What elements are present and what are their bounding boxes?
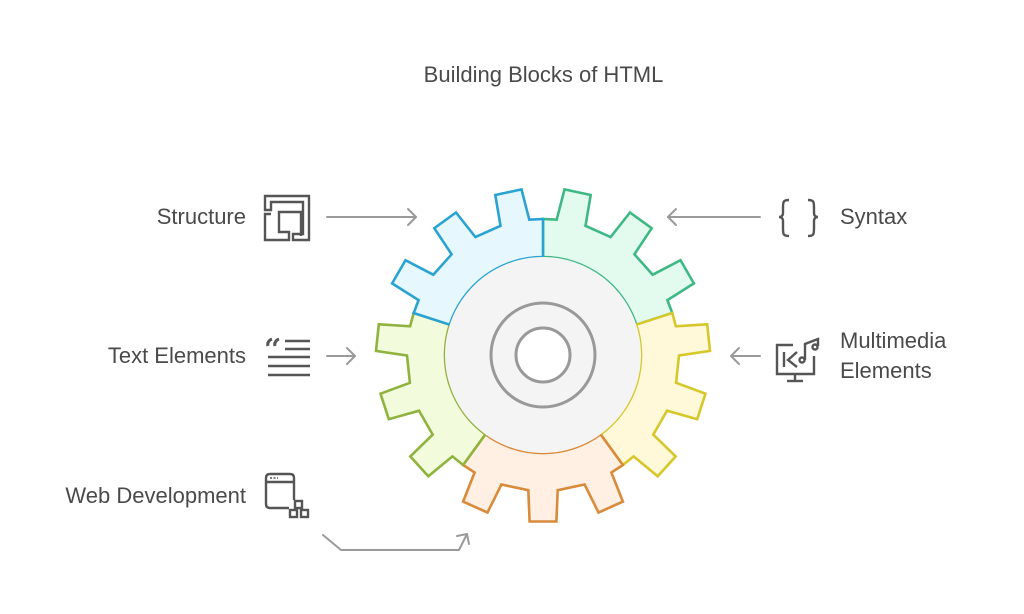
- label-syntax: Syntax: [840, 204, 908, 229]
- multimedia-icon: [775, 337, 820, 383]
- arrow-structure: [326, 208, 417, 226]
- label-text-elements: Text Elements: [107, 343, 246, 368]
- structure-icon: [263, 194, 311, 242]
- diagram-title: Building Blocks of HTML: [423, 62, 664, 87]
- gear: [374, 187, 712, 523]
- arrow-multimedia: [730, 347, 761, 365]
- arrow-web-development: [322, 533, 470, 551]
- quote-lines-icon: [266, 337, 310, 377]
- label-structure: Structure: [156, 204, 246, 229]
- label-multimedia-line-1: Multimedia: [840, 328, 947, 353]
- curly-braces-icon: [778, 198, 819, 238]
- label-multimedia-line-2: Elements: [840, 358, 932, 383]
- browser-blocks-icon: [264, 472, 310, 519]
- label-multimedia-elements: Multimedia Elements: [840, 326, 946, 386]
- hub-ring-outer: [489, 301, 597, 409]
- hub-ring-inner: [514, 326, 572, 384]
- arrow-text-elements: [326, 347, 356, 365]
- arrow-syntax: [667, 208, 761, 226]
- label-web-development: Web Development: [65, 483, 246, 508]
